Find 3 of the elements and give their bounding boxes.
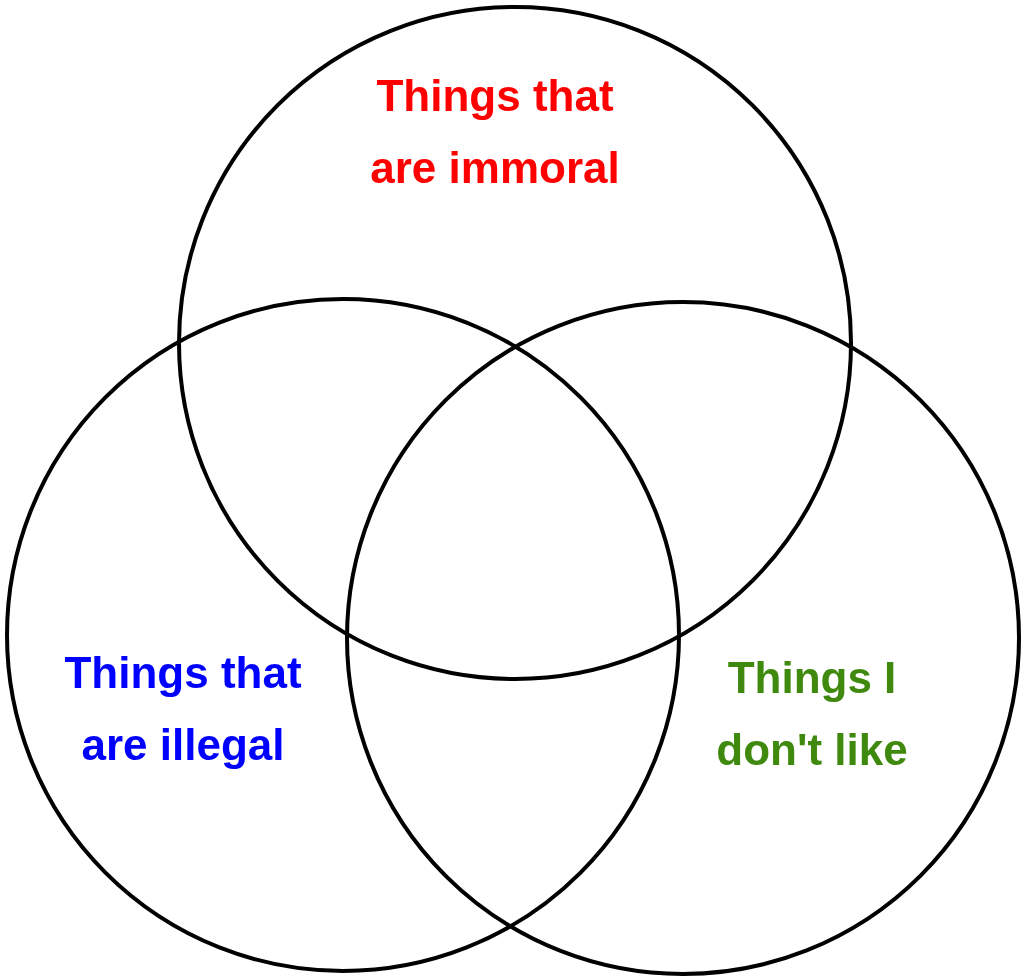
circle-label: Things I don't like	[715, 652, 909, 776]
circle-label: Things that are immoral	[369, 70, 621, 194]
circle-label: Things that are illegal	[63, 647, 303, 771]
